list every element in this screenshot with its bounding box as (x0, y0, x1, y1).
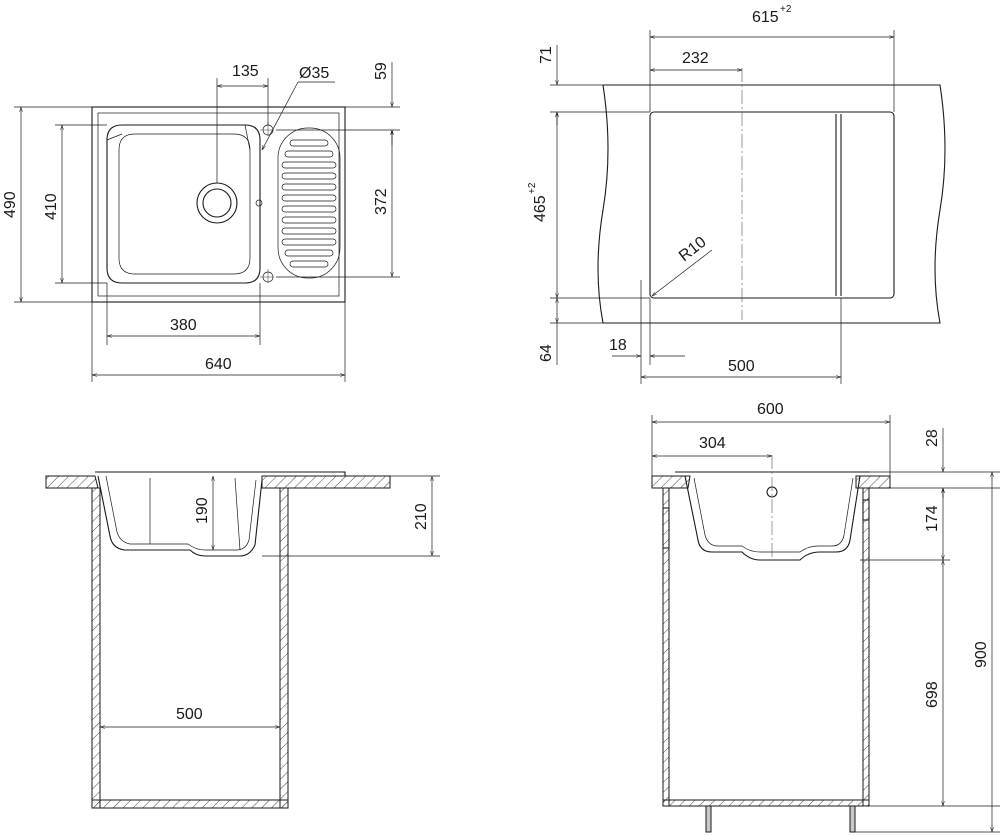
cabinet-leg-right (849, 805, 856, 833)
cabinet-left-wall (91, 487, 101, 809)
cutout-rect (649, 111, 895, 299)
drainer-area (277, 127, 341, 279)
dim-18: 18 (609, 337, 627, 354)
top-view: 135 Ø35 59 372 490 410 380 640 (2, 62, 400, 382)
drainer-ribs (281, 139, 337, 268)
cabinet-bottom (91, 799, 289, 809)
side-cabinet-right (862, 487, 870, 807)
drainer-rib (284, 150, 334, 158)
bowl-section-side (684, 475, 861, 561)
dim-190: 190 (194, 497, 211, 524)
dim-210: 210 (413, 503, 430, 530)
side-section: 600 304 28 174 698 900 (651, 401, 1000, 833)
drain-inner (202, 188, 232, 218)
dim-232: 232 (682, 50, 709, 67)
dim-28: 28 (924, 429, 941, 447)
countertop-outline (597, 84, 946, 324)
cabinet-leg-left (705, 805, 712, 833)
drainer-rib (281, 183, 337, 191)
drainer-rib (289, 139, 329, 147)
dim-64: 64 (538, 344, 555, 362)
dim-500-cutout: 500 (728, 358, 755, 375)
dim-diameter-35: Ø35 (299, 65, 329, 82)
dim-490: 490 (2, 191, 19, 218)
drainer-rib (281, 238, 337, 246)
sink-outline (91, 106, 346, 303)
drainer-rib (289, 260, 329, 268)
drainer-rib (281, 194, 337, 202)
dim-174: 174 (924, 505, 941, 532)
dim-500-front: 500 (176, 706, 203, 723)
drainer-rib (281, 172, 337, 180)
dim-465: 465 (532, 195, 549, 222)
drainer-rib (281, 161, 337, 169)
dim-410: 410 (43, 193, 60, 220)
overflow-hole (255, 199, 263, 207)
bowl-section-front (97, 475, 263, 557)
dim-900: 900 (973, 641, 990, 668)
bowl-inner (118, 133, 251, 275)
dim-372: 372 (373, 188, 390, 215)
cabinet-right-wall (279, 487, 289, 809)
dim-465-tol: +2 (527, 182, 538, 194)
dim-615: 615 (752, 9, 779, 26)
drainer-rib (284, 249, 334, 257)
dim-r10: R10 (676, 234, 710, 266)
cutout-view: 615 +2 232 71 465 +2 R10 64 18 500 (527, 4, 946, 384)
dim-615-tol: +2 (780, 4, 792, 15)
dim-380: 380 (170, 317, 197, 334)
drainer-rib (281, 205, 337, 213)
dim-304: 304 (699, 435, 726, 452)
dim-698: 698 (924, 681, 941, 708)
side-cabinet-left (662, 487, 670, 807)
front-section: 190 210 500 (45, 471, 440, 809)
sink-rim-inner (97, 112, 340, 297)
dim-600: 600 (757, 401, 784, 418)
dim-640: 640 (205, 356, 232, 373)
drainer-rib (281, 216, 337, 224)
drainer-rib (281, 227, 337, 235)
dim-59: 59 (373, 62, 390, 80)
dim-135: 135 (232, 63, 259, 80)
bowl-outer (106, 124, 261, 284)
dim-71: 71 (538, 46, 555, 64)
